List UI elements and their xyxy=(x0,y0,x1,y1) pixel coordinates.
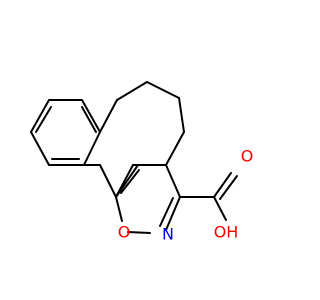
cyclooctane-ring xyxy=(83,81,185,198)
bond xyxy=(178,97,185,133)
bond xyxy=(99,99,118,133)
bond xyxy=(115,164,139,198)
bond xyxy=(213,172,232,198)
aromatic-bond xyxy=(35,106,52,133)
bond xyxy=(165,164,181,198)
bond xyxy=(165,196,181,231)
carbonyl-oxygen-label: O xyxy=(241,147,254,166)
isoxazole-ring xyxy=(115,164,181,234)
bond xyxy=(146,81,180,99)
aromatic-bond xyxy=(81,106,97,133)
bond xyxy=(83,131,101,166)
bond xyxy=(115,196,123,222)
benzene-ring xyxy=(30,99,101,166)
chemical-structure-diagram: O N O OH xyxy=(30,81,254,244)
bond xyxy=(30,131,50,166)
bond xyxy=(81,99,101,133)
bond xyxy=(165,131,185,166)
bond xyxy=(116,81,148,101)
bond xyxy=(30,99,50,133)
molecule-canvas: O N O OH xyxy=(30,81,254,244)
double-bond xyxy=(120,169,140,194)
bond xyxy=(213,196,227,221)
ring-oxygen-label: O xyxy=(118,223,131,242)
double-bond xyxy=(219,175,238,200)
bond xyxy=(127,231,151,234)
carboxylic-acid-group xyxy=(179,172,238,221)
bond xyxy=(99,164,117,198)
double-bond xyxy=(159,197,174,227)
ring-nitrogen-label: N xyxy=(162,225,174,244)
hydroxyl-label: OH xyxy=(214,223,239,242)
